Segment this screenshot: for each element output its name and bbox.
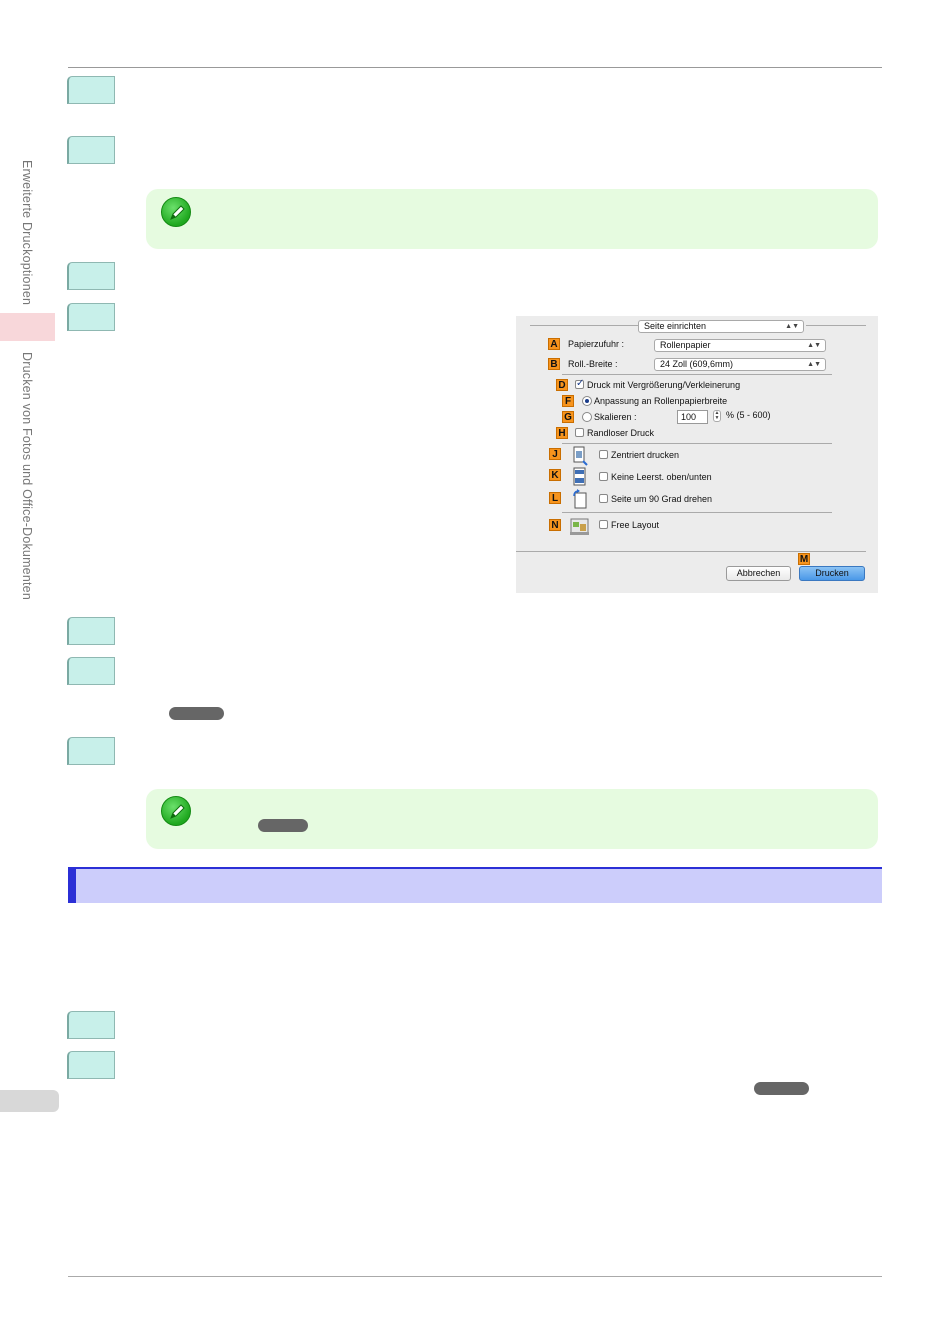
link-button[interactable] [754, 1082, 809, 1095]
link-button[interactable] [169, 707, 224, 720]
badge-d: D [556, 379, 568, 391]
borderless-checkbox[interactable] [575, 428, 584, 437]
sidebar-chapter-title: Erweiterte Druckoptionen [20, 160, 34, 306]
updown-arrow-icon: ▲▼ [785, 323, 799, 330]
scaling-stepper[interactable]: ▲▼ [713, 410, 721, 422]
roll-width-value: 24 Zoll (609,6mm) [660, 359, 734, 369]
cancel-button[interactable]: Abbrechen [726, 566, 791, 581]
divider [530, 325, 638, 326]
enlarge-reduce-checkbox[interactable] [575, 378, 584, 389]
badge-f: F [562, 395, 574, 407]
sidebar-section-title: Drucken von Fotos und Office-Dokumenten [20, 352, 34, 600]
pencil-note-icon [161, 197, 191, 227]
link-button[interactable] [258, 819, 308, 832]
badge-b: B [548, 358, 560, 370]
badge-n: N [549, 519, 561, 531]
scaling-input[interactable]: 100 [677, 410, 708, 424]
step-marker [67, 1051, 115, 1079]
panel-popup-label: Seite einrichten [644, 321, 707, 331]
step-marker [67, 76, 115, 104]
free-layout-label: Free Layout [611, 520, 660, 530]
footer-rule [68, 1276, 882, 1277]
sidebar-page-tab [0, 1090, 59, 1112]
paper-source-value: Rollenpapier [660, 340, 711, 350]
rotate-page-checkbox[interactable] [599, 494, 608, 503]
panel-popup[interactable]: Seite einrichten ▲▼ [638, 320, 804, 333]
page-setup-dialog: Seite einrichten ▲▼ A Papierzufuhr : Rol… [516, 316, 878, 593]
step-marker [67, 1011, 115, 1039]
divider [562, 374, 832, 375]
divider [562, 512, 832, 513]
sidebar-chapter-tab [0, 313, 55, 341]
badge-l: L [549, 492, 561, 504]
updown-arrow-icon: ▲▼ [807, 361, 821, 368]
step-marker [67, 136, 115, 164]
borderless-label: Randloser Druck [587, 428, 655, 438]
divider [562, 443, 832, 444]
scaling-range: % (5 - 600) [726, 410, 771, 420]
pencil-note-icon [161, 796, 191, 826]
badge-m: M [798, 553, 810, 565]
no-blank-label: Keine Leerst. oben/unten [611, 472, 712, 482]
rotate-page-label: Seite um 90 Grad drehen [611, 494, 713, 504]
scaling-radio[interactable] [582, 412, 592, 422]
step-marker [67, 262, 115, 290]
enlarge-reduce-label: Druck mit Vergrößerung/Verkleinerung [587, 380, 741, 390]
badge-j: J [549, 448, 561, 460]
scaling-label: Skalieren : [594, 412, 637, 422]
badge-k: K [549, 469, 561, 481]
centered-print-checkbox[interactable] [599, 450, 608, 459]
badge-a: A [548, 338, 560, 350]
centered-print-label: Zentriert drucken [611, 450, 680, 460]
free-layout-icon [569, 516, 591, 536]
section-heading-bar [68, 867, 882, 903]
roll-width-popup[interactable]: 24 Zoll (609,6mm) ▲▼ [654, 358, 826, 371]
updown-arrow-icon: ▲▼ [807, 342, 821, 349]
badge-h: H [556, 427, 568, 439]
no-blank-icon [571, 467, 589, 487]
note-box [146, 789, 878, 849]
header-rule [68, 67, 882, 68]
step-marker [67, 617, 115, 645]
paper-source-popup[interactable]: Rollenpapier ▲▼ [654, 339, 826, 352]
step-marker [67, 657, 115, 685]
fit-roll-width-label: Anpassung an Rollenpapierbreite [594, 396, 728, 406]
divider [806, 325, 866, 326]
note-box [146, 189, 878, 249]
centered-print-icon [571, 446, 589, 466]
step-marker [67, 737, 115, 765]
free-layout-checkbox[interactable] [599, 520, 608, 529]
step-marker [67, 303, 115, 331]
paper-source-label: Papierzufuhr : [568, 339, 625, 349]
fit-roll-width-radio[interactable] [582, 396, 592, 406]
print-button[interactable]: Drucken [799, 566, 865, 581]
no-blank-checkbox[interactable] [599, 472, 608, 481]
badge-g: G [562, 411, 574, 423]
rotate-page-icon [571, 489, 589, 509]
roll-width-label: Roll.-Breite : [568, 359, 618, 369]
divider [516, 551, 866, 552]
